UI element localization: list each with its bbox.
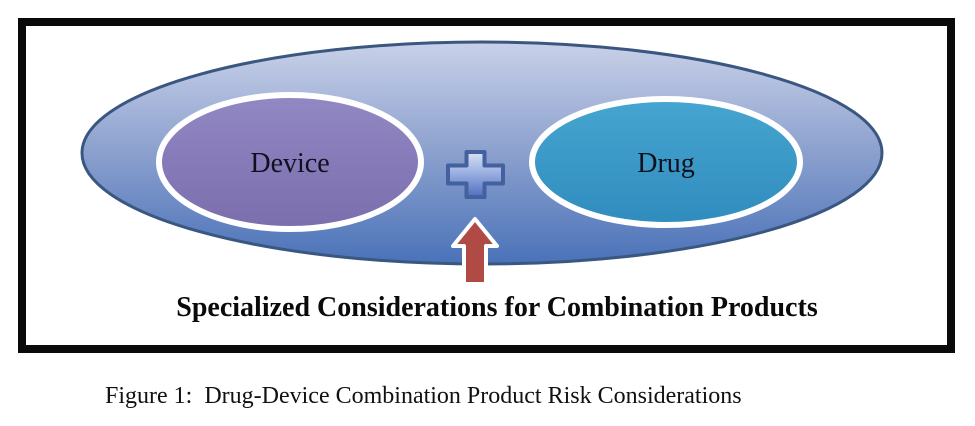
up-arrow-icon	[451, 217, 499, 286]
figure-caption: Figure 1: Drug-Device Combination Produc…	[105, 383, 742, 409]
figure-frame: Device Drug Specialized Considerations f…	[18, 18, 955, 353]
drug-ellipse	[529, 96, 803, 228]
device-label: Device	[250, 148, 329, 179]
diagram-title: Specialized Considerations for Combinati…	[176, 292, 818, 323]
drug-label: Drug	[637, 148, 695, 179]
device-ellipse	[156, 92, 424, 232]
plus-icon	[446, 150, 505, 199]
diagram: Device Drug Specialized Considerations f…	[80, 40, 884, 323]
